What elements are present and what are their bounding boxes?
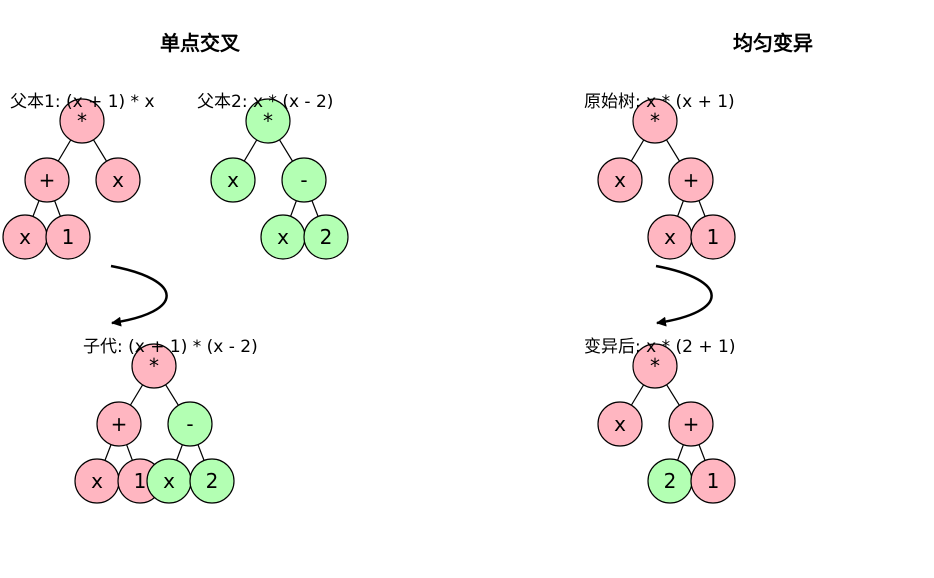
parent2-text-left: x — [227, 168, 239, 192]
original-text-rr: 1 — [707, 225, 720, 249]
original-node-left — [597, 157, 643, 203]
mutated-label: 变异后: x * (2 + 1) — [584, 337, 735, 357]
child-tree: * + - x 1 x 2 — [74, 343, 235, 504]
parent1-text-ll: x — [19, 225, 31, 249]
original-text-left: x — [614, 168, 626, 192]
parent2-tree: * x - x 2 — [210, 98, 349, 260]
mutated-text-rl: 2 — [664, 469, 677, 493]
child-text-root: * — [149, 354, 159, 378]
parent1-text-lr: 1 — [62, 225, 75, 249]
mutation-title: 均匀变异 — [733, 31, 813, 55]
parent1-node-lr — [45, 214, 91, 260]
original-node-right — [668, 157, 714, 203]
original-tree: * x + x 1 — [597, 98, 736, 260]
child-text-rl: x — [163, 469, 175, 493]
parent1-text-root: * — [77, 109, 87, 133]
mutated-text-right: + — [683, 412, 700, 436]
mutated-node-root — [632, 343, 678, 389]
crossover-arrow — [110, 264, 168, 327]
parent2-node-rr — [303, 214, 349, 260]
mutated-node-right — [668, 401, 714, 447]
parent2-text-right: - — [300, 168, 307, 192]
parent1-node-root — [59, 98, 105, 144]
child-node-right — [167, 401, 213, 447]
child-node-left — [96, 401, 142, 447]
mutated-node-rr — [690, 458, 736, 504]
child-text-ll: x — [91, 469, 103, 493]
original-text-rl: x — [664, 225, 676, 249]
child-text-left: + — [111, 412, 128, 436]
parent2-node-left — [210, 157, 256, 203]
parent2-text-root: * — [263, 109, 273, 133]
parent1-text-right: x — [112, 168, 124, 192]
parent1-text-left: + — [39, 168, 56, 192]
parent2-node-right — [281, 157, 327, 203]
parent2-node-root — [245, 98, 291, 144]
parent2-text-rl: x — [277, 225, 289, 249]
child-text-rr: 2 — [206, 469, 219, 493]
mutated-text-rr: 1 — [707, 469, 720, 493]
mutated-text-left: x — [614, 412, 626, 436]
parent1-label: 父本1: (x + 1) * x — [10, 92, 155, 112]
original-node-rr — [690, 214, 736, 260]
child-text-lr: 1 — [134, 469, 147, 493]
child-node-rr — [189, 458, 235, 504]
original-node-root — [632, 98, 678, 144]
crossover-title: 单点交叉 — [160, 31, 241, 55]
original-text-right: + — [683, 168, 700, 192]
parent1-tree: * + x x 1 — [2, 98, 141, 260]
mutated-node-left — [597, 401, 643, 447]
child-text-right: - — [186, 412, 193, 436]
parent1-node-left — [24, 157, 70, 203]
mutated-tree: * x + 2 1 — [597, 343, 736, 504]
child-node-root — [131, 343, 177, 389]
child-label: 子代: (x + 1) * (x - 2) — [83, 337, 258, 357]
parent2-label: 父本2: x * (x - 2) — [197, 92, 333, 112]
original-label: 原始树: x * (x + 1) — [584, 92, 735, 112]
original-text-root: * — [650, 109, 660, 133]
parent1-node-right — [95, 157, 141, 203]
mutation-arrow — [655, 264, 713, 327]
parent2-text-rr: 2 — [320, 225, 333, 249]
mutated-text-root: * — [650, 354, 660, 378]
